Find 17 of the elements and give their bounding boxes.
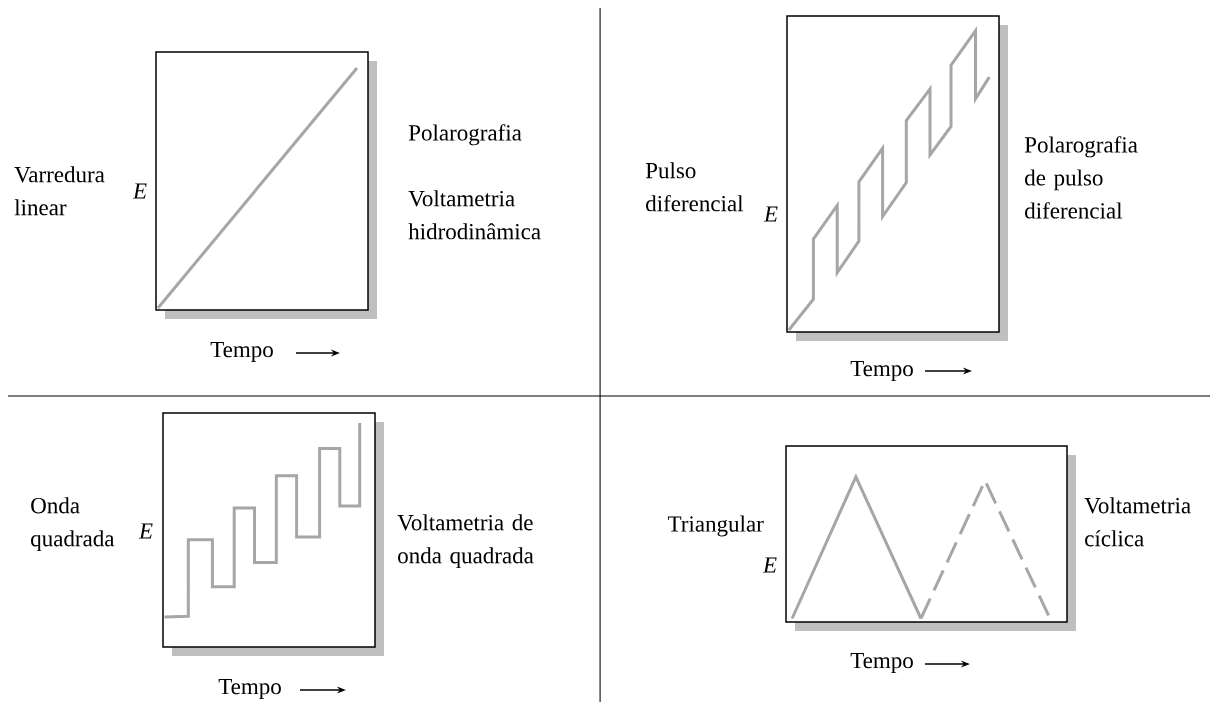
axis-label: Tempo (850, 653, 913, 673)
axis-label: E (762, 557, 777, 573)
technique-label: Voltametria hidrodinâmica (408, 190, 541, 240)
axis-label: E (138, 523, 153, 539)
technique-label: Polarografia (408, 124, 522, 146)
technique-label: Voltametria cíclica (1084, 497, 1191, 547)
waveform-label: Pulso diferencial (645, 162, 744, 212)
axis-label: E (132, 183, 147, 199)
technique-label: Voltametria de onda quadrada (397, 514, 534, 569)
technique-label: Polarografia de pulso diferencial (1024, 136, 1138, 219)
axis-label: Tempo (218, 679, 281, 699)
axis-label: Tempo (850, 361, 913, 381)
waveform-label: Onda quadrada (31, 497, 115, 552)
waveform-label: Triangular (668, 515, 764, 537)
axis-label: Tempo (210, 342, 273, 362)
waveform-label: Varredura linear (14, 166, 105, 216)
axis-label: E (763, 206, 778, 222)
